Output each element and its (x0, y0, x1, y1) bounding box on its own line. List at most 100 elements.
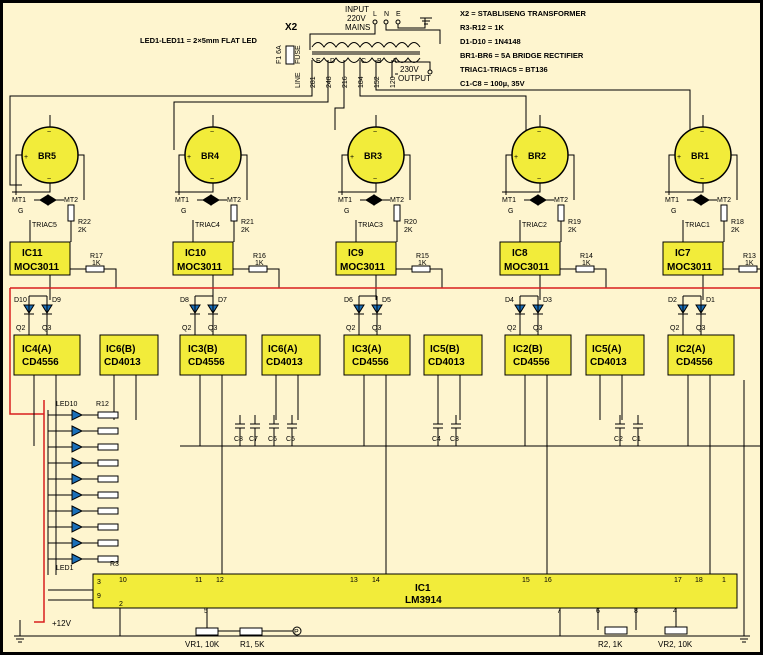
q2-label: Q2 (507, 325, 516, 332)
bridge-plus: + (24, 154, 28, 161)
probe-label: P (294, 629, 299, 636)
decoder-part: CD4556 (352, 357, 389, 368)
capacitor-c3: C3 (450, 415, 461, 446)
fuse-label: F1 6A (276, 45, 283, 64)
diode-left-label: D6 (344, 297, 353, 304)
bus-wires (48, 380, 760, 620)
input-label-3: MAINS (345, 23, 370, 32)
tap-d: D (330, 58, 335, 65)
capacitor-plates (287, 415, 297, 446)
mt1-label: MT1 (12, 197, 26, 204)
opto-name: IC7 (675, 248, 691, 259)
line-label: LINE (295, 72, 302, 88)
q3-label: Q3 (42, 325, 51, 332)
triac-symbol (687, 194, 717, 206)
capacitor-plates (269, 415, 279, 446)
mains-wires (309, 18, 441, 50)
rgate-value: 2K (568, 227, 577, 234)
led-7 (48, 457, 119, 469)
q2-label: Q2 (670, 325, 679, 332)
tap-216: 216 (342, 76, 349, 88)
flipflop-1: IC6(B)CD4013 (99, 334, 159, 420)
triac-label: TRIAC4 (195, 222, 220, 229)
led-resistor (97, 459, 119, 467)
capacitor-plates (451, 415, 461, 446)
q2-label: Q2 (346, 325, 355, 332)
diode-right-label: D7 (218, 297, 227, 304)
r1-body (239, 627, 263, 636)
q3-label: Q3 (208, 325, 217, 332)
flipflop-part: CD4013 (590, 357, 627, 368)
led-resistor (97, 427, 119, 435)
decoder-part: CD4556 (188, 357, 225, 368)
flipflop-name: IC6(B) (106, 344, 135, 355)
bridge-ac-top: ~ (210, 129, 214, 136)
ic1-pin-11: 11 (195, 577, 202, 584)
capacitor-plates (250, 415, 260, 446)
flipflop-4: IC5(A)CD4013 (585, 334, 645, 420)
led-10 (48, 409, 119, 421)
bridge-plus: + (350, 154, 354, 161)
ic1-pin-16: 16 (544, 577, 552, 584)
tap-e: E (316, 58, 321, 65)
diode-right-label: D3 (543, 297, 552, 304)
r1-label: R1, 5K (240, 640, 265, 649)
input-label-1: INPUT (345, 5, 369, 14)
flipflop-body (99, 334, 159, 376)
mains-e: E (396, 11, 401, 18)
r2-label: R2, 1K (598, 640, 623, 649)
flipflop-wires (275, 375, 299, 420)
note-4: BR1-BR6 = 5A BRIDGE RECTIFIER (460, 51, 584, 60)
capacitor-c6: C6 (268, 415, 279, 446)
ic1-pin-4: 4 (673, 608, 677, 615)
led-resistor (97, 539, 119, 547)
bridge-ac-bottom: ~ (700, 176, 704, 183)
capacitor-label: C1 (632, 436, 641, 443)
earth-symbol (420, 17, 432, 25)
rin-label: R13 (743, 253, 756, 260)
opto-part: MOC3011 (177, 262, 222, 273)
bottom-network: P VR1, 10K R1, 5K R2, 1K VR2, 10K +12V (14, 608, 750, 649)
flipflop-2: IC6(A)CD4013 (261, 334, 321, 420)
triac-label: TRIAC2 (522, 222, 547, 229)
flipflop-name: IC5(B) (430, 344, 459, 355)
mt2-label: MT2 (390, 197, 404, 204)
ic1-pin-5: 5 (204, 608, 208, 615)
supply-label: +12V (52, 619, 72, 628)
vr2-body (664, 626, 688, 635)
capacitor-c1: C1 (632, 415, 643, 446)
capacitor-c2: C2 (614, 415, 625, 446)
mt1-label: MT1 (665, 197, 679, 204)
mt2-label: MT2 (227, 197, 241, 204)
mt2-label: MT2 (554, 197, 568, 204)
decoder-name: IC2(B) (513, 344, 542, 355)
bridge-wires (665, 115, 738, 200)
flipflop-name: IC6(A) (268, 344, 297, 355)
capacitor-c8: C8 (234, 415, 245, 446)
opto-body (9, 241, 71, 276)
rgate-body (557, 204, 565, 222)
rgate-body (393, 204, 401, 222)
q2-label: Q2 (182, 325, 191, 332)
bridge-ac-bottom: ~ (47, 176, 51, 183)
decoder-part: CD4556 (676, 357, 713, 368)
opto-body (662, 241, 724, 276)
bridge-label: BR5 (38, 151, 56, 161)
rin-value: 1K (418, 260, 427, 267)
note-1: X2 = STABLISENG TRANSFORMER (460, 9, 586, 18)
capacitor-c5: C5 (286, 415, 297, 446)
ic1-pin-3: 3 (97, 579, 101, 586)
rin-label: R17 (90, 253, 103, 260)
rin-value: 1K (582, 260, 591, 267)
triac-symbol (197, 194, 227, 206)
rin-label: R15 (416, 253, 429, 260)
gate-label: G (18, 208, 23, 215)
decoder-body (667, 334, 735, 376)
decoder-part: CD4556 (513, 357, 550, 368)
decoder-name: IC3(A) (352, 344, 381, 355)
schematic-background (3, 3, 760, 652)
opto-body (335, 241, 397, 276)
right-bottom-wires (559, 608, 740, 637)
